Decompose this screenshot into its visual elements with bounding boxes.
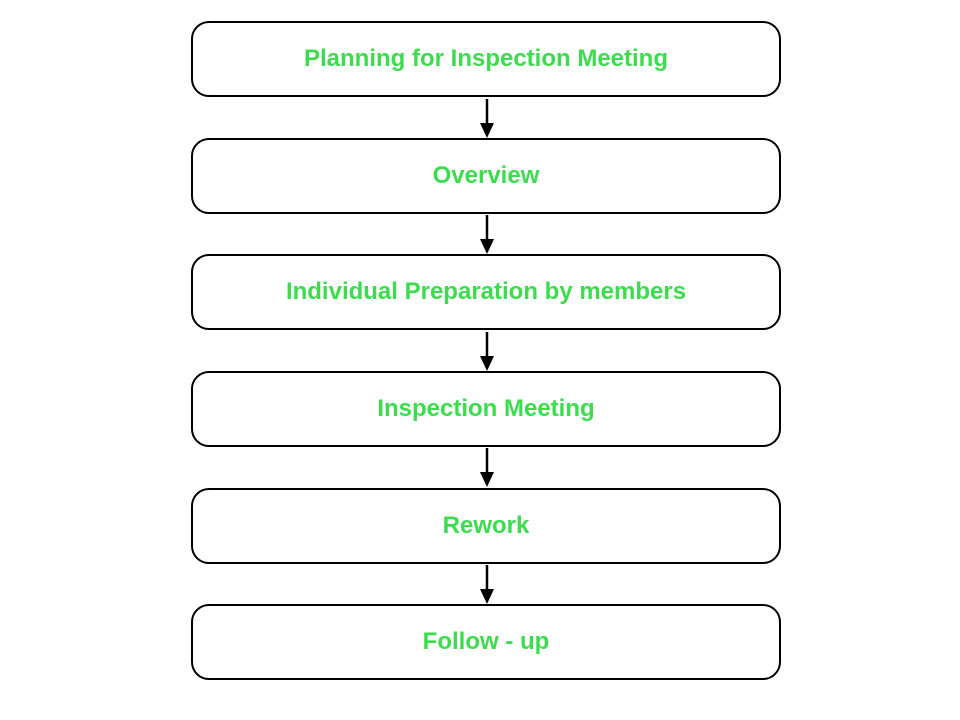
step-planning-for-inspection-meeting: Planning for Inspection Meeting bbox=[191, 21, 781, 97]
step-rework: Rework bbox=[191, 488, 781, 564]
arrow-down-icon bbox=[480, 332, 494, 372]
step-label: Inspection Meeting bbox=[377, 395, 595, 422]
step-overview: Overview bbox=[191, 138, 781, 214]
arrow-down-icon bbox=[480, 448, 494, 488]
arrow-down-icon bbox=[480, 565, 494, 605]
arrow-down-icon bbox=[480, 99, 494, 139]
step-label: Individual Preparation by members bbox=[285, 278, 687, 305]
step-label: Planning for Inspection Meeting bbox=[303, 45, 668, 72]
step-individual-preparation: Individual Preparation by members bbox=[191, 254, 781, 330]
step-inspection-meeting: Inspection Meeting bbox=[191, 371, 781, 447]
step-label: Follow - up bbox=[422, 628, 550, 655]
step-follow-up: Follow - up bbox=[191, 604, 781, 680]
step-label: Overview bbox=[432, 162, 540, 189]
arrow-down-icon bbox=[480, 215, 494, 255]
step-label: Rework bbox=[442, 512, 530, 539]
